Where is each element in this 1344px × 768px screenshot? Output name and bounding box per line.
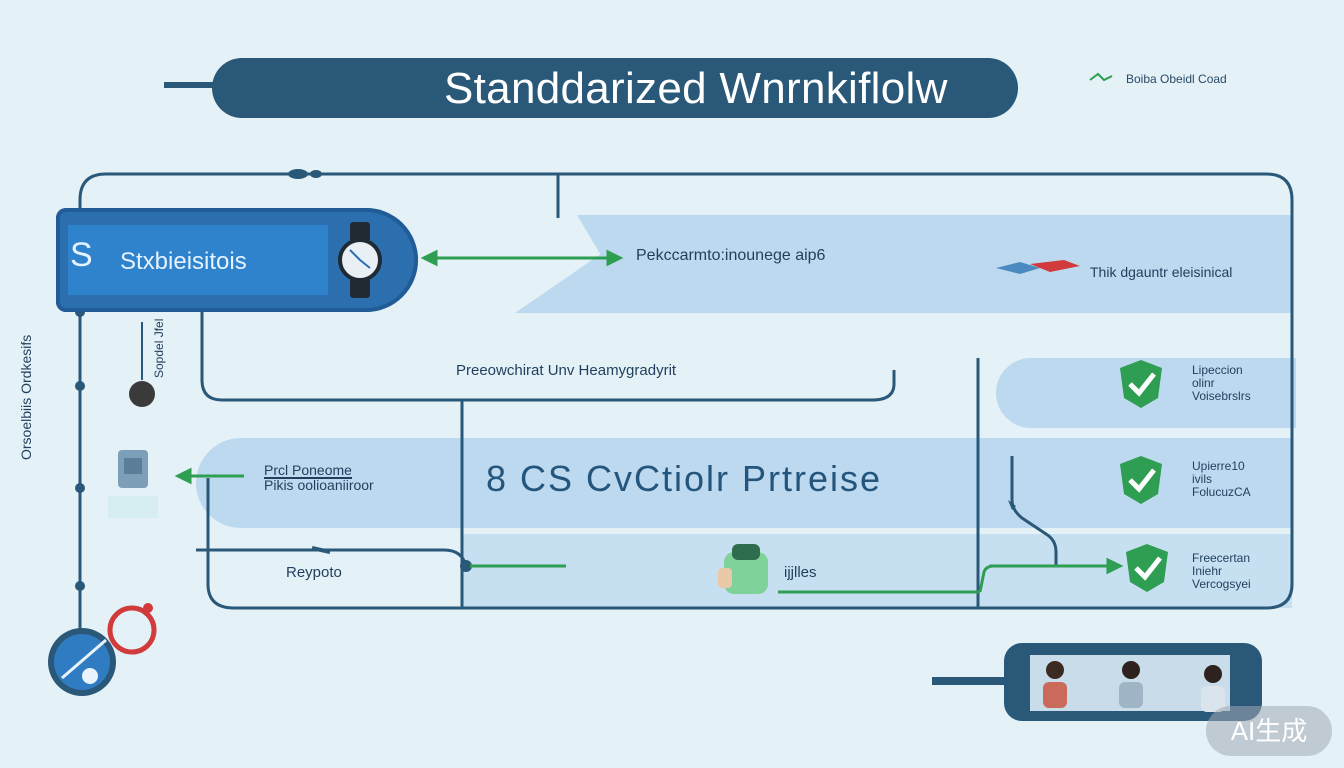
check-label-1: Lipeccion olinr Voisebrslrs — [1192, 363, 1251, 403]
pin-icon — [129, 322, 155, 407]
person-icon — [1201, 665, 1225, 712]
process-caption: Preeowchirat Unv Heamygradyrit — [456, 362, 677, 379]
panel-label: Stxbieisitois — [120, 248, 247, 275]
corner-note: Boiba Obeidl Coad — [1126, 72, 1227, 86]
middle-band-title: 8 CS CvCtiolr Prtreise — [486, 458, 883, 499]
clock-icon — [48, 603, 157, 696]
report-label: Reypoto — [286, 564, 342, 581]
check-icon — [1120, 360, 1162, 408]
lower-band-label: ijjlles — [784, 564, 817, 581]
video-connector — [932, 677, 1008, 685]
check-label-3: Freecertan Iniehr Vercogsyei — [1192, 551, 1251, 591]
robot-icon — [108, 450, 158, 518]
top-band-text: Pekccarmto:inounege aip6 — [636, 247, 826, 264]
person-icon — [1119, 661, 1143, 708]
top-band — [515, 215, 1291, 313]
check-icon — [1126, 544, 1168, 592]
left-vertical-label: Orsoelbiis Ordkesifs — [18, 334, 34, 460]
ai-generated-badge: AI生成 — [1206, 706, 1332, 756]
box-text-1: Prcl Poneome — [264, 462, 352, 479]
stakeholders-panel-inner — [68, 225, 328, 295]
page-title: Standdarized Wnrnkiflolw — [444, 64, 948, 113]
title-connector — [164, 82, 216, 88]
watch-icon — [338, 222, 382, 298]
box-text-2: Pikis oolioaniiroor — [264, 477, 374, 493]
panel-glyph: S — [70, 236, 93, 274]
check-label-2: Upierre10 ivils FolucuzCA — [1192, 459, 1251, 499]
check-icon — [1120, 456, 1162, 504]
checkmark-icon — [1089, 72, 1113, 82]
top-band-small-text: Thik dgauntr eleisinical — [1090, 264, 1233, 280]
backpack-icon — [718, 544, 768, 594]
middle-band — [196, 438, 1292, 528]
person-icon — [1043, 661, 1067, 708]
title-banner — [212, 58, 1018, 118]
